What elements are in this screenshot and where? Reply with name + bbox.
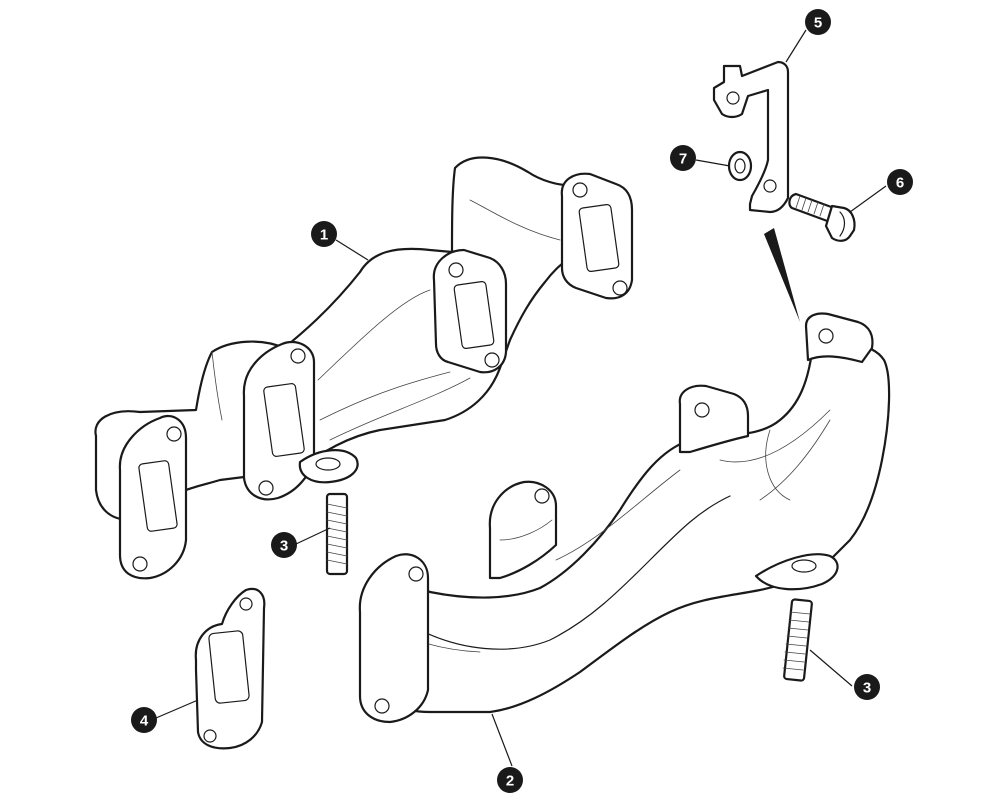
callout-4-label: 4: [140, 713, 149, 730]
assembly-pointer: [764, 228, 800, 322]
bolt: [788, 192, 856, 242]
callout-5-label: 5: [814, 15, 822, 32]
callout-4: 4: [131, 707, 157, 733]
exhaust-manifold-1: [94, 156, 634, 580]
callout-2-label: 2: [506, 773, 514, 790]
callout-7-label: 7: [679, 151, 687, 168]
exhaust-manifold-2: [358, 312, 891, 724]
callout-5: 5: [805, 9, 831, 35]
washer: [727, 150, 753, 182]
callout-3-left-label: 3: [280, 538, 288, 555]
callout-3-right-label: 3: [863, 680, 871, 697]
callout-3-right: 3: [854, 674, 880, 700]
stud-right: [782, 598, 813, 682]
callout-7: 7: [670, 145, 696, 171]
gasket: [194, 587, 266, 750]
callout-6-label: 6: [896, 175, 904, 192]
callout-1: 1: [311, 221, 337, 247]
callout-3-left: 3: [271, 532, 297, 558]
callout-2: 2: [497, 767, 523, 793]
bracket: [712, 60, 790, 214]
leader-lines: [155, 29, 887, 767]
callout-1-label: 1: [320, 227, 328, 244]
callout-6: 6: [887, 169, 913, 195]
stud-left: [325, 492, 349, 576]
